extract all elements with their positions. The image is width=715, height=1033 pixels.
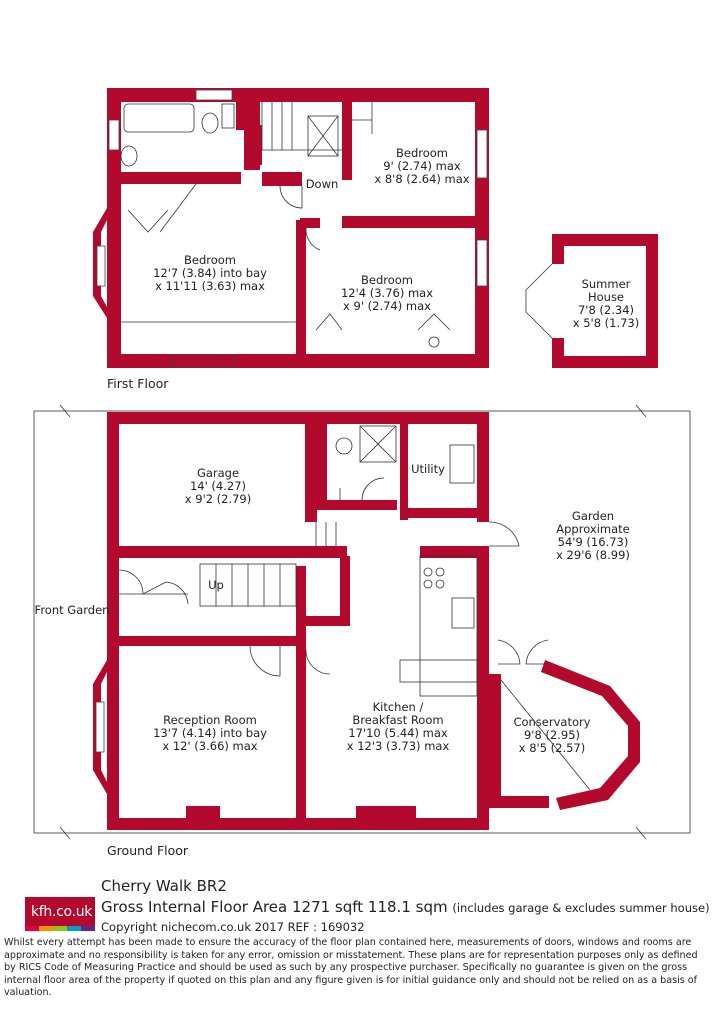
bedroom-2-dim-1: 12'4 (3.76) max [341, 286, 433, 300]
logo-bar-4 [67, 926, 81, 931]
conservatory-dim-1: 9'8 (2.95) [524, 728, 580, 742]
utility-name: Utility [411, 462, 445, 476]
bedroom-2-name: Bedroom [361, 273, 413, 287]
garden-name-2: Approximate [556, 522, 629, 536]
logo-bar-1 [25, 926, 39, 931]
bedroom-1-name: Bedroom [184, 253, 236, 267]
reception-dim-1: 13'7 (4.14) into bay [153, 726, 267, 740]
gia-main: Gross Internal Floor Area 1271 sqft 118.… [101, 898, 448, 916]
bedroom-3-dim-2: x 8'8 (2.64) max [374, 172, 469, 186]
logo-bar-2 [39, 926, 53, 931]
conservatory-name: Conservatory [513, 715, 590, 729]
copyright-line: Copyright nichecom.co.uk 2017 REF : 1690… [101, 920, 365, 934]
logo-bar-5 [81, 926, 95, 931]
front-garden-label: Front Garden [35, 603, 110, 617]
floor-plan: First Floor Down Bedroom 9' (2.74) max x… [33, 88, 691, 858]
gia-note: (includes garage & excludes summer house… [452, 901, 710, 915]
summer-house-name-2: House [588, 290, 624, 304]
summer-house-dim-1: 7'8 (2.34) [578, 303, 634, 317]
reception-dim-2: x 12' (3.66) max [162, 739, 257, 753]
summer-house-dim-2: x 5'8 (1.73) [573, 316, 640, 330]
ground-floor-label: Ground Floor [107, 843, 189, 858]
stairs-up-label: Up [208, 578, 224, 592]
garage-dim-1: 14' (4.27) [190, 479, 246, 493]
summer-house-name-1: Summer [582, 277, 631, 291]
summer-house-plan [525, 234, 658, 368]
conservatory-outline [489, 639, 640, 810]
bedroom-2-dim-2: x 9' (2.74) max [343, 299, 431, 313]
logo-color-bars [25, 926, 95, 931]
first-floor-label: First Floor [107, 376, 169, 391]
reception-name: Reception Room [163, 713, 257, 727]
gross-internal-area: Gross Internal Floor Area 1271 sqft 118.… [101, 898, 710, 916]
kitchen-dim-2: x 12'3 (3.73) max [347, 739, 450, 753]
garage-dim-2: x 9'2 (2.79) [185, 492, 252, 506]
stairs-down-label: Down [306, 177, 339, 191]
conservatory-dim-2: x 8'5 (2.57) [519, 741, 586, 755]
kitchen-dim-1: 17'10 (5.44) max [348, 726, 448, 740]
kfh-logo: kfh.co.uk [25, 897, 95, 931]
kitchen-name: Kitchen / [373, 700, 424, 714]
disclaimer-text: Whilst every attempt has been made to en… [4, 937, 698, 999]
first-floor-plan [93, 88, 489, 368]
bedroom-3-name: Bedroom [396, 146, 448, 160]
ground-floor-plan [33, 404, 691, 840]
garage-name: Garage [197, 466, 239, 480]
logo-text: kfh.co.uk [31, 904, 93, 920]
bedroom-3-dim-1: 9' (2.74) max [383, 159, 461, 173]
property-address: Cherry Walk BR2 [101, 877, 227, 895]
bedroom-1-dim-1: 12'7 (3.84) into bay [153, 266, 267, 280]
garden-name: Garden [572, 509, 614, 523]
kitchen-name-2: Breakfast Room [352, 713, 443, 727]
garden-dim-2: x 29'6 (8.99) [556, 548, 630, 562]
bedroom-1-dim-2: x 11'11 (3.63) max [155, 279, 265, 293]
garden-dim-1: 54'9 (16.73) [558, 535, 629, 549]
logo-bar-3 [53, 926, 67, 931]
